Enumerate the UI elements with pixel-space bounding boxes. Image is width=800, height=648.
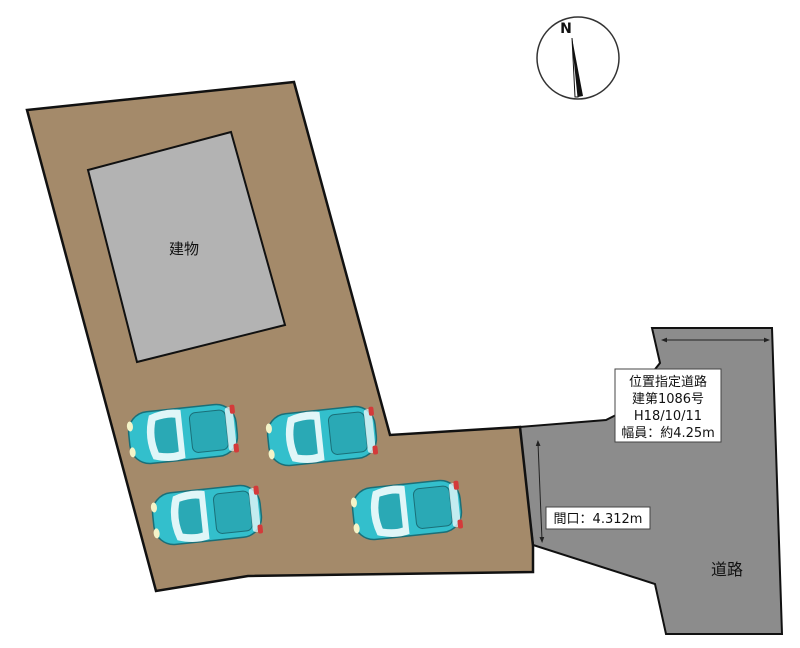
road-info-line: H18/10/11: [634, 409, 702, 424]
car-icon: [348, 477, 465, 543]
compass: N: [536, 16, 620, 100]
north-arrow-icon: [571, 37, 583, 98]
car-icon: [263, 403, 380, 469]
building-label: 建物: [169, 240, 199, 258]
compass-north-label: N: [560, 21, 572, 37]
road-info-box: 位置指定道路 建第1086号 H18/10/11 幅員：約4.25m: [614, 368, 722, 443]
road-info-line: 位置指定道路: [629, 374, 707, 390]
car-icon: [124, 401, 241, 467]
frontage-arrow: [535, 440, 545, 543]
car-icon: [148, 482, 265, 548]
building-footprint: [86, 130, 287, 364]
road-label: 道路: [711, 560, 743, 579]
frontage-label-box: 間口：4.312m: [545, 506, 651, 530]
road-info-line: 幅員：約4.25m: [621, 426, 715, 441]
road-info-line: 建第1086号: [632, 392, 704, 407]
frontage-label: 間口：4.312m: [554, 512, 643, 527]
